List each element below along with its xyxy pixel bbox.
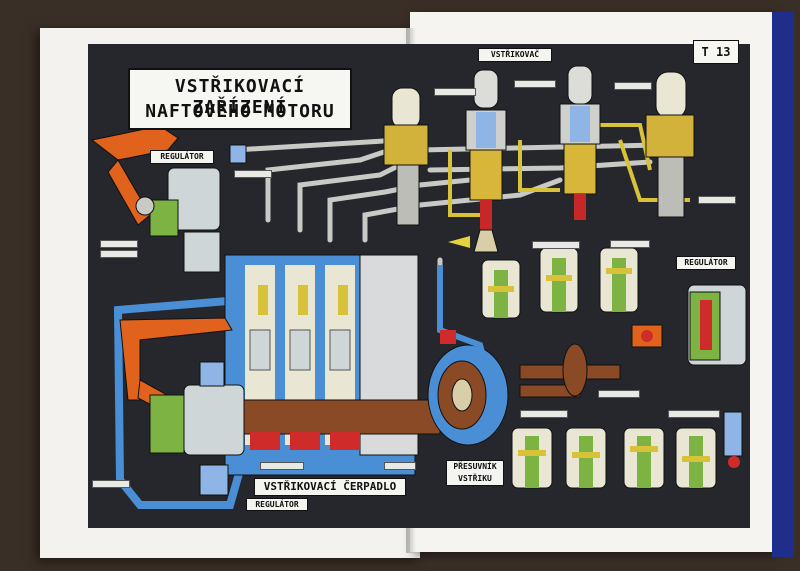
label-timing-device-line-1: PŘESUVNÍK	[453, 462, 497, 471]
label-regulator-bottom: REGULÁTOR	[246, 498, 308, 511]
regulator-top	[90, 125, 247, 273]
book-cover-edge	[772, 12, 794, 557]
injector-2	[465, 69, 507, 253]
injector-1	[383, 87, 429, 226]
callout-tag	[384, 462, 416, 470]
plunger-set-bottom	[511, 427, 717, 489]
label-timing-device: PŘESUVNÍK VSTŘIKU	[446, 460, 504, 486]
callout-tag	[234, 170, 272, 178]
callout-tag	[520, 410, 568, 418]
callout-tag	[614, 82, 652, 90]
drive-shaft	[519, 343, 621, 398]
injector-4	[645, 71, 695, 218]
label-injector: VSTŘIKOVAČ	[478, 48, 552, 62]
label-injection-pump: VSTŘIKOVACÍ ČERPADLO	[254, 478, 406, 496]
plate-title-line-2: NAFTOVÉHO MOTORU	[145, 101, 335, 122]
callout-tag	[100, 250, 138, 258]
label-regulator-right: REGULÁTOR	[676, 256, 736, 270]
plate-title-box: VSTŘIKOVACÍ ZAŘÍZENÍ NAFTOVÉHO MOTORU	[128, 68, 352, 130]
label-regulator-top: REGULÁTOR	[150, 150, 214, 164]
callout-tag	[610, 240, 650, 248]
callout-tag	[668, 410, 720, 418]
callout-tag	[92, 480, 130, 488]
regulator-bottom	[119, 317, 245, 496]
callout-tag	[260, 462, 304, 470]
timing-device	[427, 236, 509, 446]
callout-tag	[434, 88, 476, 96]
injector-3	[559, 65, 601, 220]
callout-tag	[698, 196, 736, 204]
callout-tag	[514, 80, 556, 88]
regulator-right	[631, 284, 747, 366]
plate-title-line-1: VSTŘIKOVACÍ ZAŘÍZENÍ	[174, 76, 306, 118]
callout-tag	[532, 241, 580, 249]
callout-tag	[100, 240, 138, 248]
label-timing-device-line-2: VSTŘIKU	[458, 474, 492, 483]
callout-tag	[598, 390, 640, 398]
spring-right	[723, 411, 743, 468]
sheet-number: T 13	[693, 40, 739, 64]
plunger-set-top	[481, 247, 639, 319]
